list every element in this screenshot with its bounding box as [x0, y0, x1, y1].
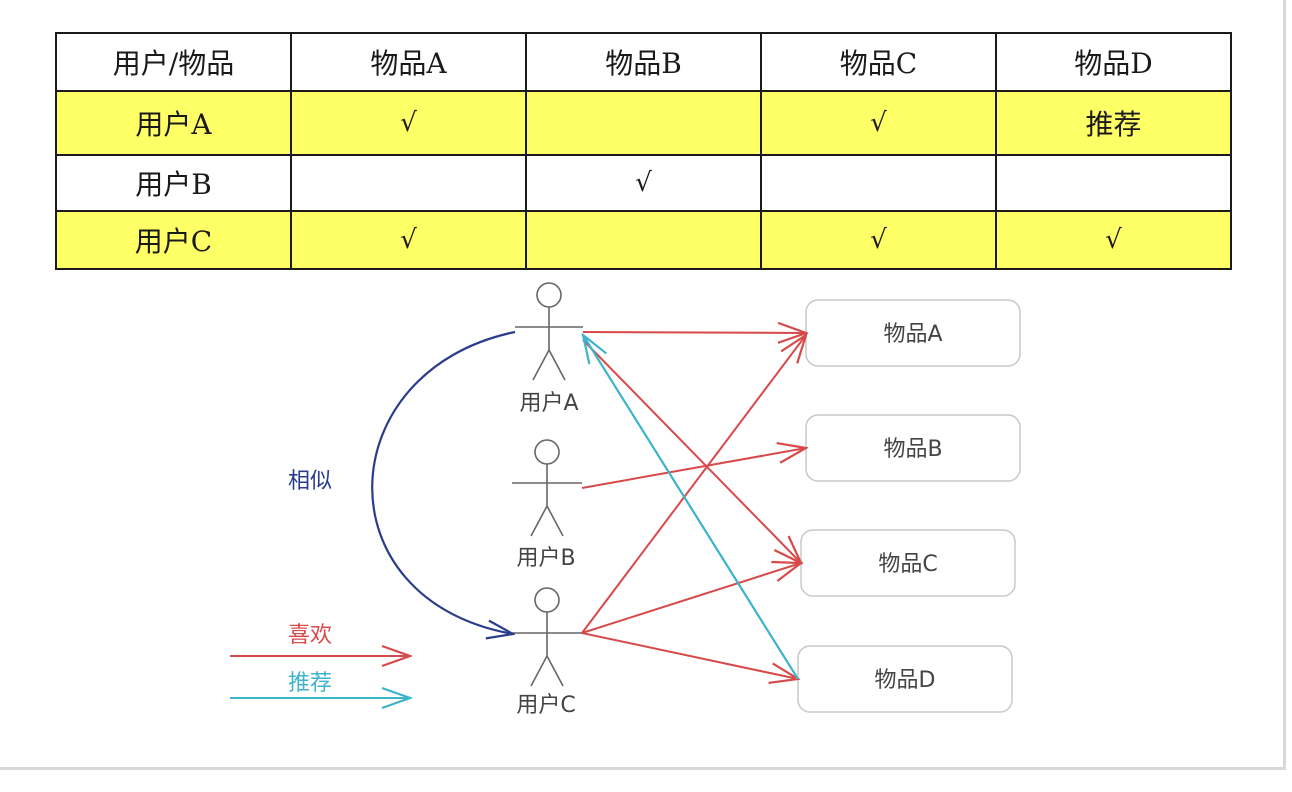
item-b-label: 物品B — [883, 437, 942, 462]
row-user-label: 用户C — [55, 210, 292, 270]
item-a-label: 物品A — [883, 322, 942, 347]
like-arrow-a-to-item-a — [582, 332, 806, 333]
user-c-label: 用户C — [516, 693, 575, 718]
table-row: 用户B √ — [55, 154, 1232, 212]
table-cell — [760, 154, 997, 212]
user-item-matrix: 用户/物品 物品A 物品B 物品C 物品D 用户A √ √ 推荐 用户B √ 用… — [55, 32, 1232, 270]
like-arrow-c-to-item-c — [581, 563, 801, 634]
legend-recommend-label: 推荐 — [288, 671, 332, 696]
user-c-figure — [512, 587, 582, 687]
header-item-a: 物品A — [290, 32, 527, 92]
like-arrow-b-to-item-b — [581, 448, 806, 489]
user-a-figure — [515, 282, 583, 381]
table-cell — [525, 210, 762, 270]
user-b-label: 用户B — [516, 546, 575, 571]
table-cell: √ — [760, 90, 997, 156]
like-arrow-a-to-item-c — [582, 339, 801, 563]
table-cell: √ — [760, 210, 997, 270]
table-cell: 推荐 — [995, 90, 1232, 156]
item-d-label: 物品D — [875, 668, 936, 693]
similarity-arc — [371, 330, 515, 634]
table-cell: √ — [525, 154, 762, 212]
recommend-arrow-item-d-to-user-a — [583, 335, 799, 680]
table-cell: √ — [290, 90, 527, 156]
item-c-label: 物品C — [878, 552, 937, 577]
legend-like-label: 喜欢 — [288, 623, 332, 648]
table-row: 用户C √ √ √ — [55, 210, 1232, 270]
header-row: 用户/物品 物品A 物品B 物品C 物品D — [55, 32, 1232, 92]
table-cell: √ — [290, 210, 527, 270]
header-item-d: 物品D — [995, 32, 1232, 92]
table-cell — [995, 154, 1232, 212]
legend: 喜欢 推荐 — [230, 623, 410, 698]
header-item-b: 物品B — [525, 32, 762, 92]
user-b-figure — [512, 439, 582, 537]
row-user-label: 用户B — [55, 154, 292, 212]
like-arrow-c-to-item-d — [581, 632, 798, 679]
table-row: 用户A √ √ 推荐 — [55, 90, 1232, 156]
user-a-label: 用户A — [519, 391, 578, 416]
table-cell — [290, 154, 527, 212]
row-user-label: 用户A — [55, 90, 292, 156]
similar-label: 相似 — [288, 469, 332, 494]
header-corner: 用户/物品 — [55, 32, 292, 92]
like-arrow-c-to-item-a — [581, 335, 806, 634]
table-cell — [525, 90, 762, 156]
header-item-c: 物品C — [760, 32, 997, 92]
table-cell: √ — [995, 210, 1232, 270]
